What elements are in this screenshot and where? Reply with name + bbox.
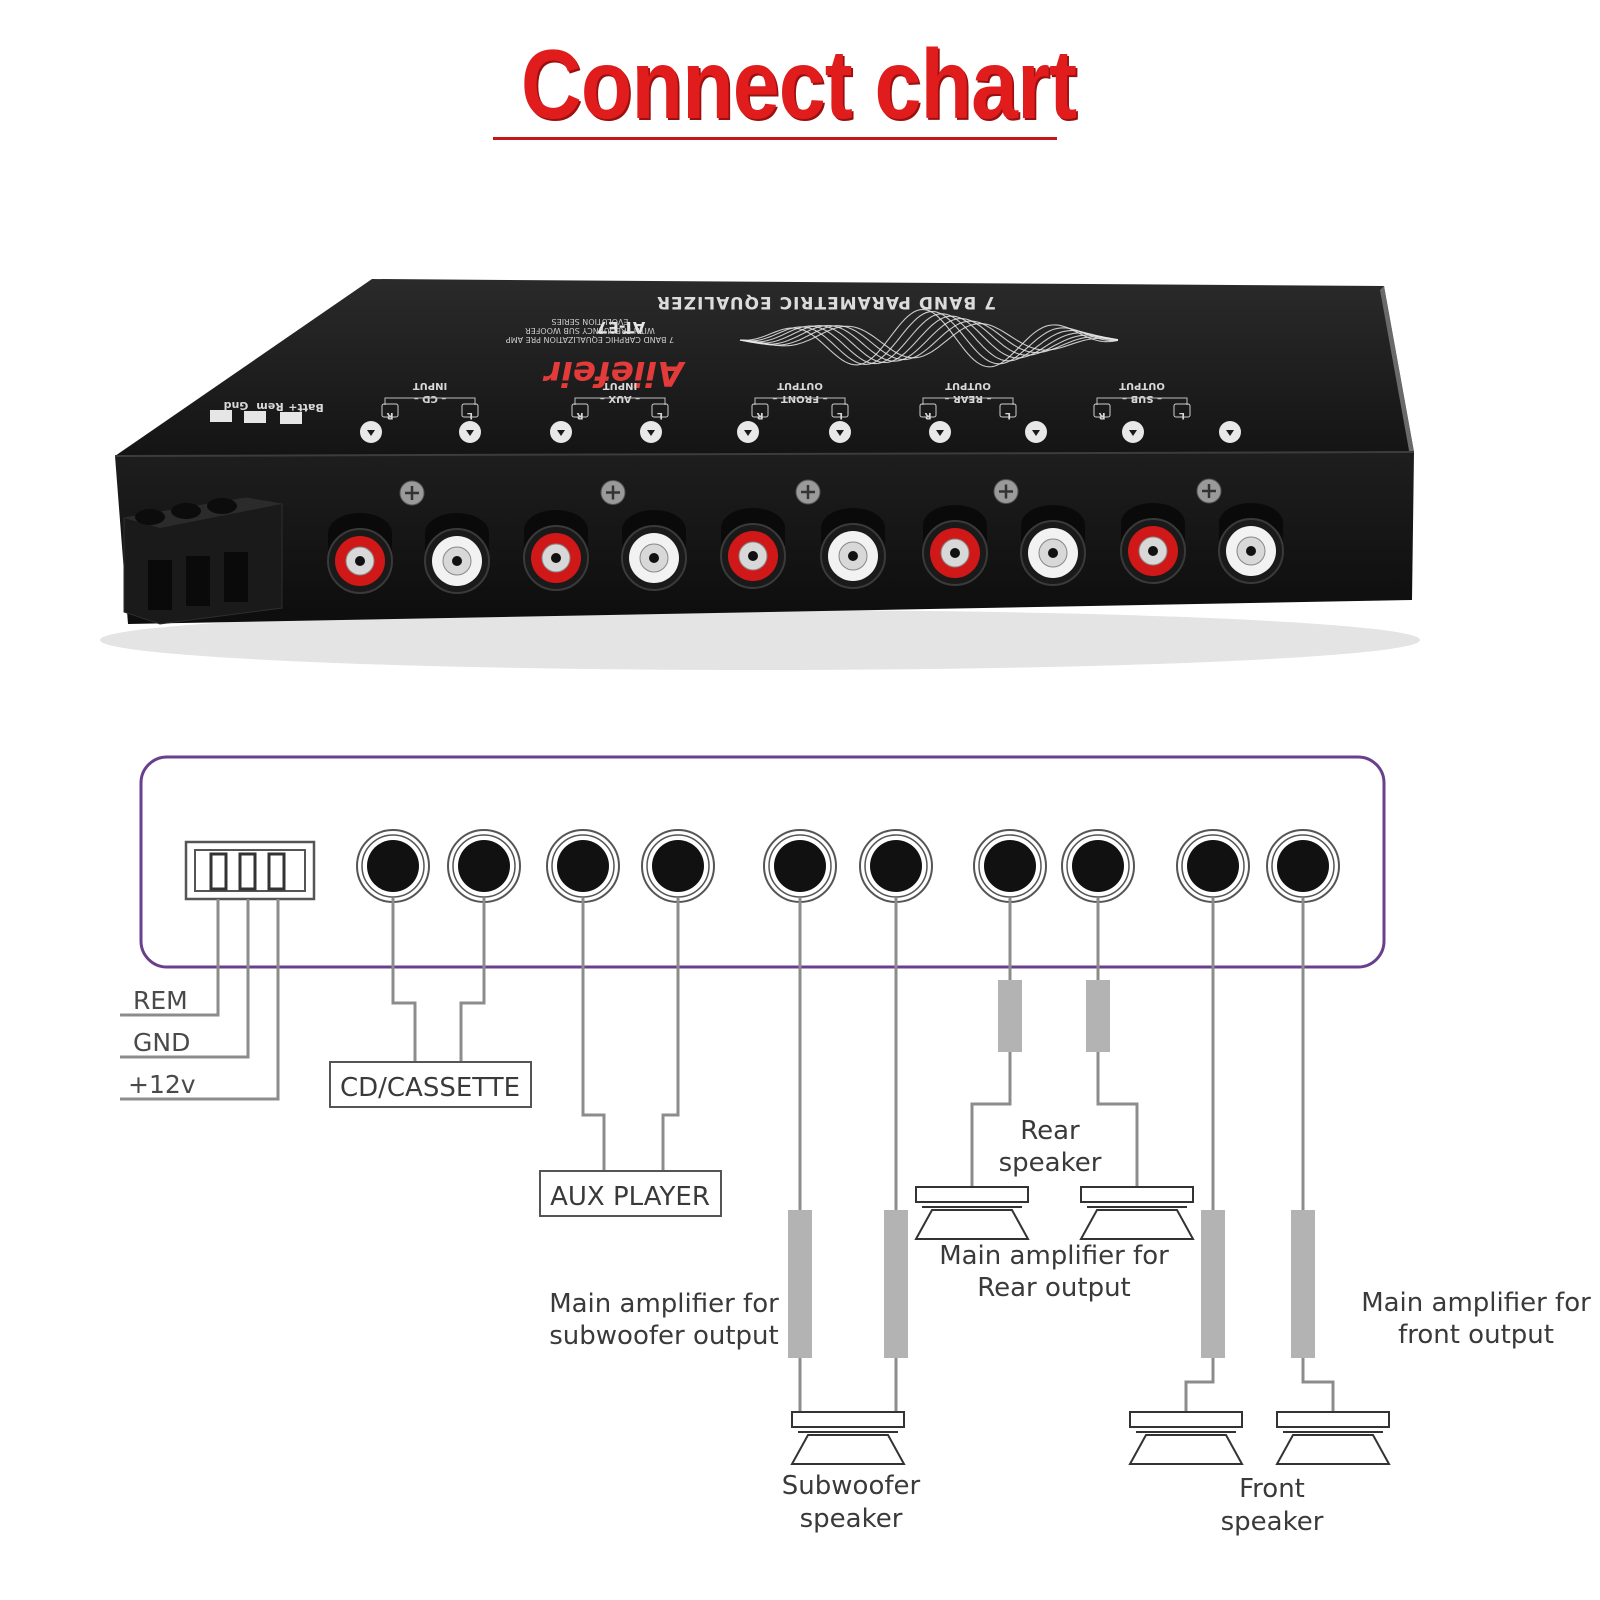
aux-player-label: AUX PLAYER xyxy=(550,1182,710,1212)
amplifier-bar xyxy=(1291,1210,1315,1358)
subtitle-line: WITH FREQUENCY SUB WOOFER xyxy=(525,326,655,335)
rear-amp-label-1: Main amplifier for xyxy=(939,1241,1169,1271)
waveform-graphic xyxy=(739,308,1119,368)
cd-cassette-box: CD/CASSETTE xyxy=(329,1061,532,1108)
power-label: Gnd xyxy=(224,399,249,412)
speaker-icon xyxy=(1276,1411,1390,1428)
amplifier-bar xyxy=(788,1210,812,1358)
title-underline xyxy=(493,137,1057,140)
speaker-icon xyxy=(791,1411,905,1428)
front-speaker-label-1: Front xyxy=(1239,1474,1305,1504)
power-label-rem: REM xyxy=(133,986,188,1015)
sub-speaker-label-1: Subwoofer xyxy=(782,1471,921,1501)
port-group-kind: INPUT xyxy=(603,380,638,391)
channel-mark-box xyxy=(651,403,669,418)
port-group-kind: OUTPUT xyxy=(1119,380,1165,391)
sub-speaker-label-2: speaker xyxy=(800,1504,903,1534)
power-terminal-block xyxy=(123,497,283,625)
page-title: Connect chart xyxy=(520,29,1077,139)
waveform-line xyxy=(739,320,1119,361)
device-top-panel xyxy=(115,279,1414,456)
model-label: AT-E7 xyxy=(597,318,645,337)
sub-amp-label-1: Main amplifier for xyxy=(549,1289,779,1319)
wiring-diagram: REM GND +12v CD/CASSETTE AUX PLAYER Main… xyxy=(120,755,1591,1537)
waveform-line xyxy=(739,308,1119,368)
power-connector xyxy=(184,840,316,901)
waveform-line xyxy=(739,323,1119,359)
speaker-icon xyxy=(1129,1411,1243,1428)
channel-mark: L xyxy=(837,410,843,420)
channel-mark-box xyxy=(1173,403,1191,418)
front-amp-label-2: front output xyxy=(1398,1320,1554,1350)
amplifier-bars xyxy=(788,980,1315,1358)
channel-mark-box xyxy=(381,403,399,418)
rear-speaker-label-2: speaker xyxy=(999,1148,1102,1178)
aux-player-box: AUX PLAYER xyxy=(539,1170,722,1217)
port-group-kind: INPUT xyxy=(413,380,448,391)
equalizer-device: 7 BAND PARAMETRIC EQUALIZER Aiiefeir AT-… xyxy=(100,279,1420,670)
amplifier-bar xyxy=(884,1210,908,1358)
rear-speaker-label-1: Rear xyxy=(1020,1116,1080,1146)
channel-mark: L xyxy=(657,410,663,420)
channel-mark: R xyxy=(386,410,393,420)
channel-mark: L xyxy=(467,410,473,420)
speaker-icon xyxy=(1080,1186,1194,1203)
diagram-jacks xyxy=(356,829,1340,903)
subtitle-line: EVOLUTION SERIES xyxy=(552,317,629,326)
channel-mark-box xyxy=(461,403,479,418)
channel-mark-box xyxy=(571,403,589,418)
channel-mark: R xyxy=(576,410,583,420)
power-marker xyxy=(280,412,302,424)
channel-mark-box xyxy=(831,403,849,418)
port-marker-row xyxy=(360,421,1241,443)
speakers xyxy=(790,1186,1391,1465)
power-labels: Gnd Rem Batt+ xyxy=(210,399,324,424)
channel-mark: L xyxy=(1179,410,1185,420)
brand-logo-text: Aiiefeir xyxy=(542,353,686,393)
channel-mark: R xyxy=(756,410,763,420)
channel-mark: R xyxy=(924,410,931,420)
port-group-bracket xyxy=(384,397,476,405)
waveform-line xyxy=(739,310,1119,365)
device-shadow xyxy=(100,610,1420,670)
power-label: Rem xyxy=(256,400,283,413)
waveform-line xyxy=(739,318,1119,362)
channel-mark-box xyxy=(1093,403,1111,418)
product-line-label: 7 BAND PARAMETRIC EQUALIZER xyxy=(656,292,996,312)
power-label-12v: +12v xyxy=(128,1070,196,1099)
subtitle-line: 7 BAND CARPHIC EQUALIZATION PRE AMP xyxy=(506,335,674,344)
sub-amp-label-2: subwoofer output xyxy=(549,1321,778,1351)
rear-amp-label-2: Rear output xyxy=(977,1273,1131,1303)
amplifier-bar xyxy=(1086,980,1110,1052)
channel-mark-box xyxy=(999,403,1017,418)
port-group-kind: OUTPUT xyxy=(945,380,991,391)
front-speaker-label-2: speaker xyxy=(1221,1507,1324,1537)
power-marker xyxy=(244,411,266,423)
screws xyxy=(399,478,1222,506)
channel-mark: L xyxy=(1005,410,1011,420)
power-marker xyxy=(210,410,232,422)
port-group-bracket xyxy=(754,397,846,405)
wires xyxy=(120,898,1335,1412)
port-group-kind: OUTPUT xyxy=(777,380,823,391)
port-group-bracket xyxy=(1096,397,1188,405)
channel-mark-box xyxy=(919,403,937,418)
power-label-gnd: GND xyxy=(133,1028,190,1057)
channel-mark-box xyxy=(751,403,769,418)
front-amp-label-1: Main amplifier for xyxy=(1361,1288,1591,1318)
port-group-bracket xyxy=(922,397,1014,405)
port-group-bracket xyxy=(574,397,666,405)
power-label: Batt+ xyxy=(288,401,324,414)
speaker-icon xyxy=(915,1186,1029,1203)
channel-mark: R xyxy=(1098,410,1105,420)
amplifier-bar xyxy=(1201,1210,1225,1358)
subtitle-lines: 7 BAND CARPHIC EQUALIZATION PRE AMPWITH … xyxy=(506,317,674,344)
device-outline xyxy=(139,755,1386,969)
waveform-line xyxy=(739,315,1119,364)
rca-jacks xyxy=(327,503,1284,594)
cd-cassette-label: CD/CASSETTE xyxy=(340,1073,520,1103)
amplifier-bar xyxy=(998,980,1022,1052)
